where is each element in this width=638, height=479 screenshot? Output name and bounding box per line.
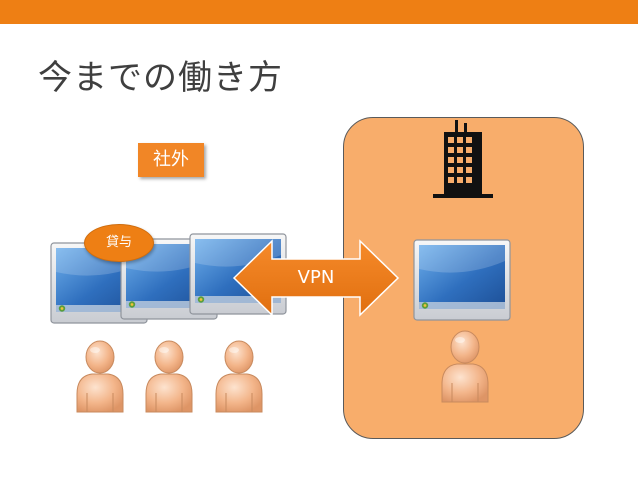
office-monitor: [413, 239, 511, 321]
person-icon: [72, 338, 128, 414]
slide-title: 今までの働き方: [38, 58, 283, 98]
vpn-label: VPN: [297, 267, 335, 288]
person-icon: [211, 338, 267, 414]
person-icon: [141, 338, 197, 414]
vpn-double-arrow: [232, 239, 400, 317]
outside-label: 社外: [138, 143, 204, 177]
lend-badge: 貸与: [84, 224, 154, 262]
person-icon: [437, 328, 493, 404]
office-building-icon: [433, 120, 493, 198]
top-accent-bar: [0, 0, 638, 24]
